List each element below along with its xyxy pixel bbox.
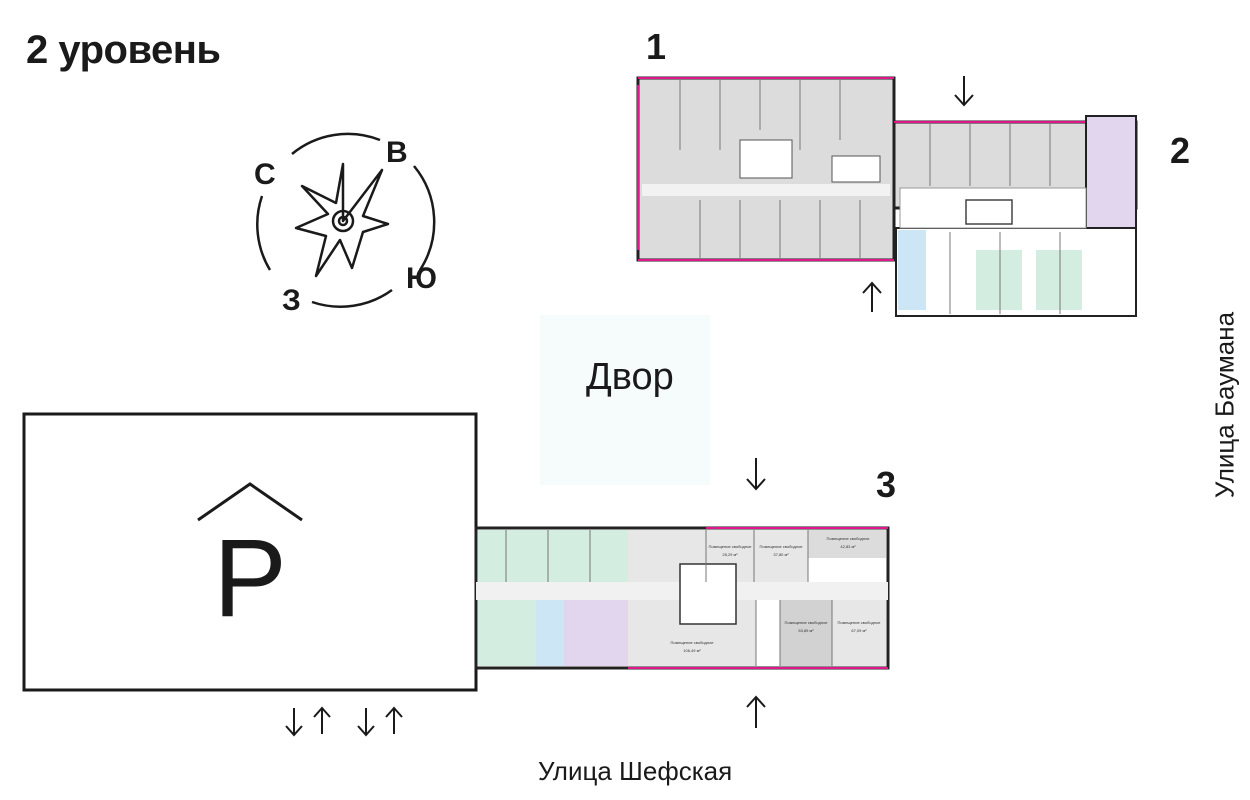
unit-area-label: 28,29 м² [722, 552, 738, 557]
yard-area [540, 315, 710, 485]
arrow-down-icon [954, 76, 974, 107]
entry-arrows [285, 76, 974, 737]
unit-area-label: 106,49 м² [683, 648, 701, 653]
arrow-down-icon [746, 458, 766, 491]
arrow-up-icon [746, 695, 766, 728]
compass-north-label: С [254, 158, 276, 191]
page-title: 2 уровень [26, 28, 221, 72]
arrow-down-icon [357, 708, 375, 737]
unit-name-label: Помещение свободное [759, 544, 803, 549]
unit-name-label: Помещение свободное [837, 620, 881, 625]
compass-west-label: З [282, 284, 301, 317]
parking-area[interactable] [22, 412, 478, 692]
unit-area-label: 67,09 м² [851, 628, 867, 633]
building-2-plan[interactable] [892, 115, 1138, 317]
arrow-up-icon [385, 706, 403, 734]
building-3-number: 3 [876, 464, 897, 505]
unit-area-label: 53,89 м² [798, 628, 814, 633]
unit-name-label: Помещение свободное [670, 640, 714, 645]
arrow-up-icon [862, 281, 882, 312]
building-1-plan[interactable] [636, 76, 896, 262]
unit-name-label: Помещение свободное [708, 544, 752, 549]
unit-name-label: Помещение свободное [784, 620, 828, 625]
street-label-right-text: Улица Баумана [1209, 311, 1240, 499]
parking-label: P [213, 517, 286, 640]
unit-name-label: Помещение свободное [826, 536, 870, 541]
unit-area-label: 42,83 м² [840, 544, 856, 549]
arrow-up-icon [313, 706, 331, 734]
street-label-right: Улица Баумана [1200, 300, 1250, 510]
building-2-number: 2 [1170, 130, 1191, 171]
street-label-bottom: Улица Шефская [538, 756, 733, 786]
compass-rose-icon [256, 132, 436, 308]
building-3-plan[interactable] [474, 526, 890, 670]
roof-icon [197, 482, 303, 522]
arrow-down-icon [285, 708, 303, 737]
yard-label: Двор [586, 356, 674, 398]
unit-area-label: 37,80 м² [773, 552, 789, 557]
compass-east-label: В [386, 136, 408, 169]
building-1-number: 1 [646, 26, 667, 67]
